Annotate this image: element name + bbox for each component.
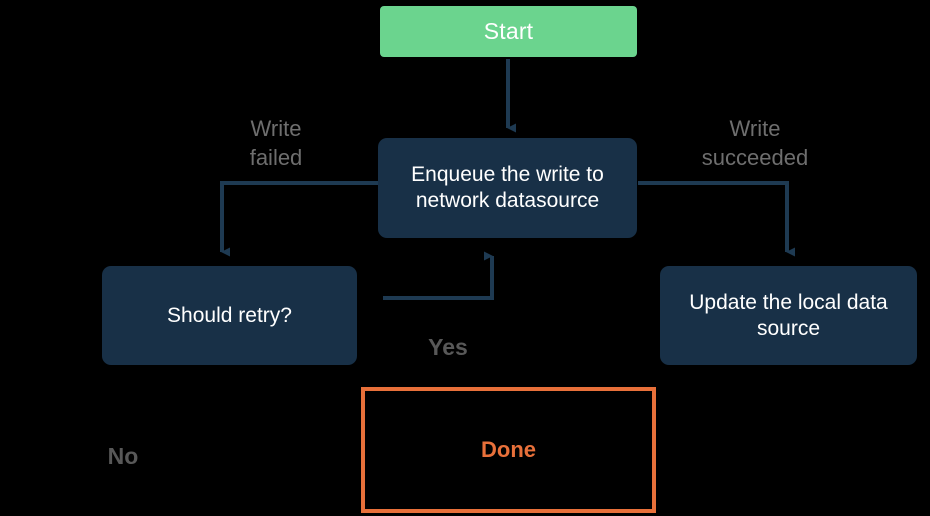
node-done[interactable]: Done: [361, 387, 656, 513]
node-update-local-data-source-label: Update the local data source: [689, 290, 888, 340]
node-done-label: Done: [481, 436, 536, 462]
edge-label-yes: Yes: [428, 334, 468, 360]
edge-label-no: No: [107, 443, 139, 469]
node-should-retry[interactable]: Should retry?: [102, 266, 357, 365]
node-enqueue-write[interactable]: Enqueue the write to network datasource: [378, 138, 637, 238]
edge-enqueue-to-update-local: [638, 181, 795, 257]
node-update-local-data-source[interactable]: Update the local data source: [660, 266, 917, 365]
edge-label-write-succeeded: Write succeeded: [701, 116, 809, 171]
node-enqueue-write-label: Enqueue the write to network datasource: [411, 163, 604, 212]
edge-label-write-failed: Write failed: [249, 116, 303, 171]
node-start-label: Start: [483, 18, 534, 45]
node-start[interactable]: Start: [380, 6, 637, 57]
node-should-retry-label: Should retry?: [167, 303, 292, 327]
edge-enqueue-to-should-retry: [220, 181, 378, 257]
edge-should-retry-yes-to-enqueue: [383, 251, 494, 300]
